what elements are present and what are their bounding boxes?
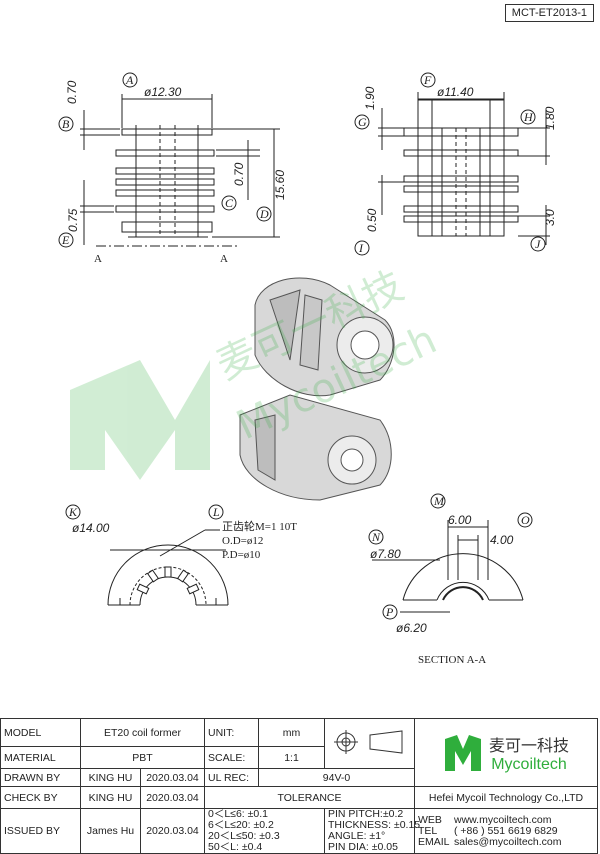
dim-b: 0.70 [65,80,79,104]
section-view [372,520,524,613]
email-label: EMAIL [418,835,450,848]
section-mark-left: A [94,253,102,265]
render-top [254,277,395,397]
gear-note-2: O.D=ø12 [222,535,263,547]
projection-symbol [324,718,415,769]
title-block: MODEL ET20 coil former UNIT: mm [0,718,599,854]
unit-value: mm [258,718,325,747]
tol-4: 50＜L: ±0.4 [208,841,263,853]
tolerance-right: PIN PITCH:±0.2 THICKNESS: ±0.15 ANGLE: ±… [324,808,421,854]
tol-8: PIN DIA: ±0.05 [328,841,398,853]
company-full: Hefei Mycoil Technology Co.,LTD [413,786,599,809]
dim-f: ø11.40 [437,85,474,99]
check-date: 2020.03.04 [140,786,205,809]
section-mark-right: A [220,253,228,265]
dim-h: 1.80 [543,106,557,130]
section-label: SECTION A-A [418,654,486,666]
tol-6: THICKNESS: ±0.15 [328,819,421,831]
tolerance-label: TOLERANCE [204,786,415,809]
balloon-j: J [535,237,541,251]
balloon-n: N [371,530,381,544]
tel-label: TEL [418,824,438,837]
dim-c: 0.70 [232,162,246,186]
tol-5: PIN PITCH:±0.2 [328,808,404,820]
contact-block: WEB www.mycoiltech.com TEL ( +86 ) 551 661… [413,808,599,854]
balloon-i: I [358,241,364,255]
balloon-b: B [62,117,70,131]
company-cn: 麦可一科技 [489,737,570,755]
balloon-g: G [358,115,367,129]
material-label: MATERIAL [0,746,81,769]
drawing-canvas: 麦可一科技 Mycoiltech A ø12.30 B 0.70 C 0.70 … [58,72,557,666]
tol-1: 0＜L≤6: ±0.1 [208,808,268,820]
balloon-l: L [212,505,220,519]
render-bottom [239,394,392,501]
gear-labels: K L ø14.00 正齿轮M=1 10T O.D=ø12 P.D=ø10 [68,505,297,561]
dim-g: 1.90 [363,86,377,110]
issued-date: 2020.03.04 [140,808,205,854]
tol-2: 6＜L≤20: ±0.2 [208,819,274,831]
balloon-h: H [523,110,534,124]
gear-note-3: P.D=ø10 [222,549,261,561]
check-name: KING HU [80,786,141,809]
balloon-m: M [433,494,445,508]
balloon-f: F [423,73,432,87]
balloon-o: O [521,513,530,527]
scale-value: 1:1 [258,746,325,769]
drawn-label: DRAWN BY [0,768,81,787]
tolerance-left: 0＜L≤6: ±0.1 6＜L≤20: ±0.2 20＜L≤50: ±0.3 5… [204,808,325,854]
tol-3: 20＜L≤50: ±0.3 [208,830,280,842]
balloon-k: K [68,505,78,519]
gear-teeth [136,566,200,595]
projection-icon [333,730,402,754]
dim-k: ø14.00 [72,521,110,535]
check-label: CHECK BY [0,786,81,809]
side-view-labels: F ø11.40 G 1.90 H 1.80 I 0.50 J 3.0 [358,73,557,255]
unit-label: UNIT: [204,718,259,747]
side-view [378,92,550,245]
material-value: PBT [80,746,205,769]
dim-j: 3.0 [543,209,557,226]
balloon-a: A [125,73,134,87]
balloon-p: P [385,605,394,619]
company-logo: 麦可一科技 Mycoiltech [413,718,599,787]
model-label: MODEL [0,718,81,747]
dim-o: 4.00 [490,533,514,547]
drawn-date: 2020.03.04 [140,768,205,787]
ulrec-value: 94V-0 [258,768,415,787]
balloon-d: D [259,207,269,221]
ulrec-label: UL REC: [204,768,259,787]
tol-7: ANGLE: ±1° [328,830,386,842]
issued-name: James Hu [80,808,141,854]
web-label: WEB [418,813,442,826]
front-view [80,94,280,247]
company-en: Mycoiltech [491,755,567,773]
drawn-name: KING HU [80,768,141,787]
dim-a: ø12.30 [144,85,182,99]
email-value: sales@mycoiltech.com [454,835,562,848]
dim-i: 0.50 [365,208,379,232]
dim-n: ø7.80 [370,547,401,561]
balloon-e: E [61,233,70,247]
tel-value: ( +86 ) 551 6619 6829 [454,824,558,837]
model-value: ET20 coil former [80,718,205,747]
drawing-number: MCT-ET2013-1 [504,4,594,22]
dim-d: 15.60 [273,170,287,200]
dim-m: 6.00 [448,513,472,527]
dim-e: 0.75 [66,208,80,232]
gear-note-1: 正齿轮M=1 10T [222,519,297,533]
balloon-c: C [225,196,234,210]
scale-label: SCALE: [204,746,259,769]
mycoiltech-logo-icon [445,734,481,771]
dim-p: ø6.20 [396,621,427,635]
section-labels: M 6.00 N ø7.80 O 4.00 P ø6.20 SECTION A-… [370,494,530,666]
front-view-labels: A ø12.30 B 0.70 C 0.70 D 15.60 E 0.75 A … [61,73,287,265]
issued-label: ISSUED BY [0,808,81,854]
web-value: www.mycoiltech.com [454,813,552,826]
